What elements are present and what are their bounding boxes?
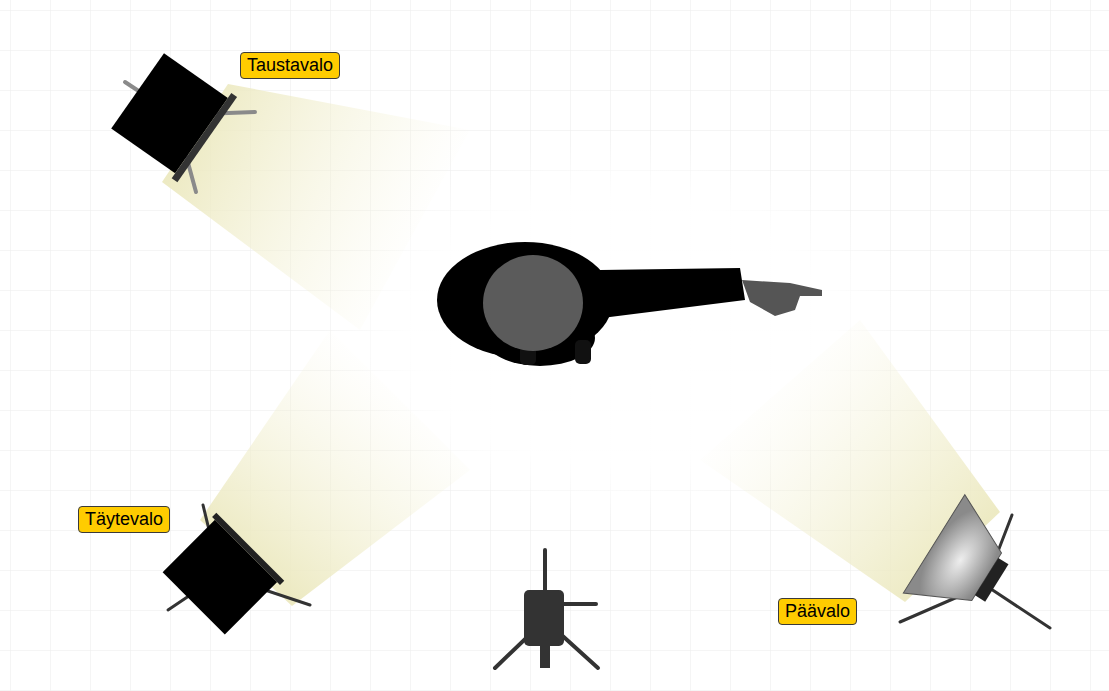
light-label: Taustavalo — [247, 55, 333, 75]
back-light — [108, 48, 255, 192]
light-label-tag: Taustavalo — [240, 52, 340, 79]
light-label-tag: Täytevalo — [78, 506, 170, 533]
light-label-tag: Päävalo — [778, 598, 857, 625]
light-label: Täytevalo — [85, 509, 163, 529]
camera — [495, 550, 598, 668]
light-label: Päävalo — [785, 601, 850, 621]
subject-person — [437, 242, 822, 366]
fill-light — [160, 505, 310, 637]
key-light — [900, 495, 1050, 633]
